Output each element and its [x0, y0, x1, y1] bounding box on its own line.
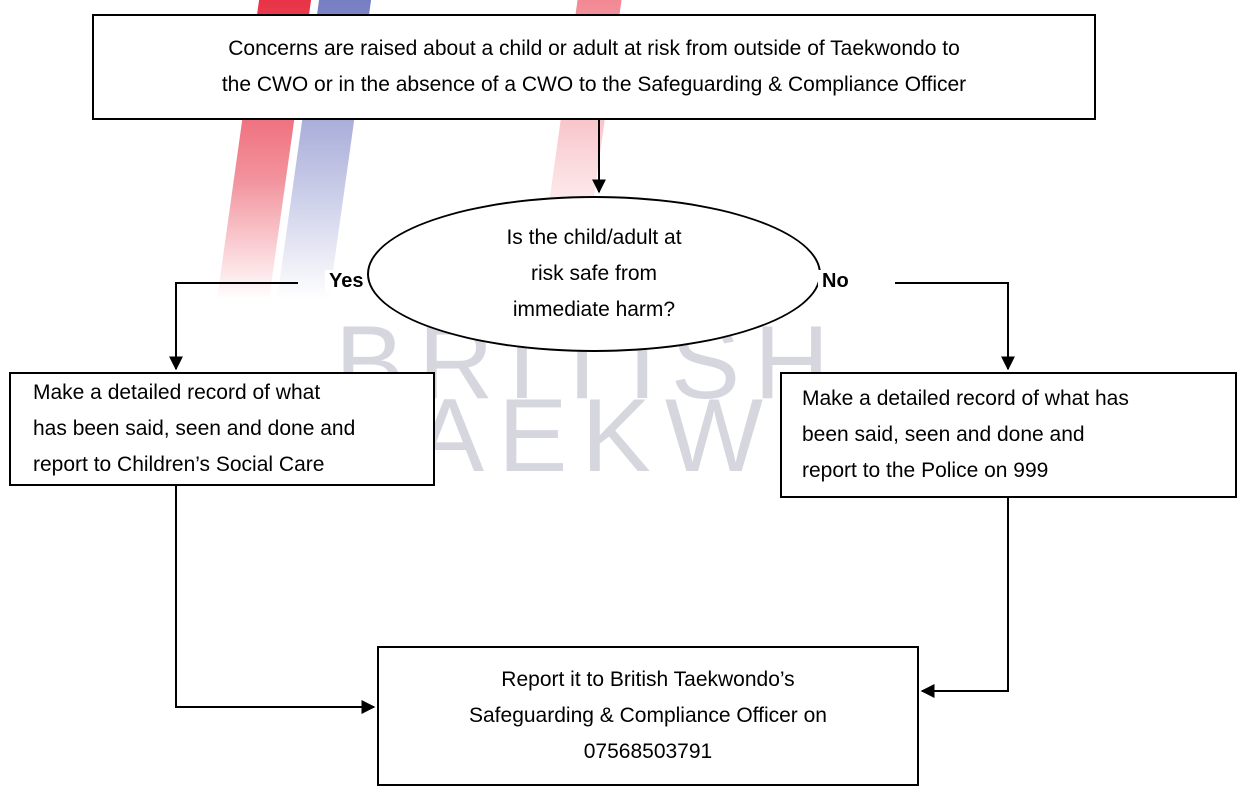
- arrow-left-to-final: [175, 486, 376, 714]
- arrow-right-to-final: [920, 498, 1009, 698]
- arrow-no-branch: [895, 282, 1015, 371]
- arrow-yes-branch: [169, 282, 298, 371]
- final-box: Report it to British Taekwondo’s Safegua…: [377, 646, 919, 786]
- yes-label: Yes: [325, 270, 368, 293]
- no-action-box: Make a detailed record of what has been …: [780, 372, 1237, 498]
- yes-action-text: Make a detailed record of what has been …: [33, 381, 356, 476]
- decision-ellipse: Is the child/adult at risk safe from imm…: [367, 196, 821, 352]
- final-text: Report it to British Taekwondo’s Safegua…: [469, 668, 827, 763]
- no-action-text: Make a detailed record of what has been …: [802, 387, 1129, 482]
- decision-text: Is the child/adult at risk safe from imm…: [506, 226, 682, 321]
- no-label: No: [818, 270, 853, 293]
- start-box: Concerns are raised about a child or adu…: [92, 14, 1096, 120]
- yes-action-box: Make a detailed record of what has been …: [9, 372, 435, 486]
- start-text: Concerns are raised about a child or adu…: [221, 37, 967, 96]
